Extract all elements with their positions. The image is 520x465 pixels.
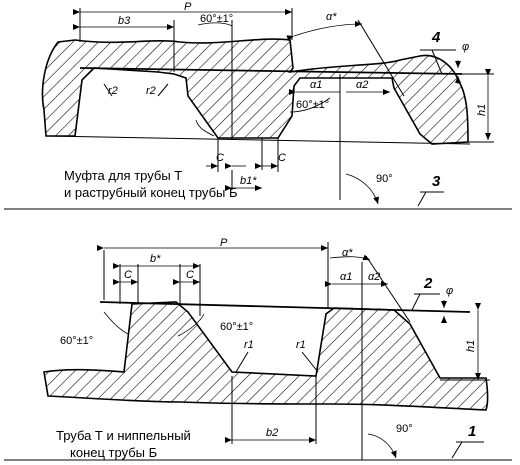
label-r2-right: r2 <box>146 85 156 97</box>
item-3: 3 <box>432 173 441 190</box>
pitch-line-bottom <box>99 301 471 313</box>
pipe-body <box>43 301 489 411</box>
item-4: 4 <box>431 29 441 46</box>
label-r1-left: r1 <box>244 339 254 351</box>
caption-top-line2: и раструбный конец трубы Б <box>64 185 238 200</box>
caption-bottom-line1: Труба Т и ниппельный <box>56 428 191 443</box>
top-figure: P b3 60°±1° α* 4 φ r2 r2 α1 α2 60°±1° h1 <box>4 1 512 210</box>
axis-line <box>47 135 471 145</box>
label-P: P <box>184 1 192 13</box>
item-2: 2 <box>423 275 433 292</box>
label-b3: b3 <box>118 15 131 27</box>
label-c-left-bottom: C <box>124 269 132 281</box>
label-phi-bottom: φ <box>446 285 453 297</box>
label-c-right-bottom: C <box>186 269 194 281</box>
label-h1: h1 <box>476 104 488 116</box>
label-b-star: b* <box>150 253 161 265</box>
caption-bottom-line2: конец трубы Б <box>70 445 157 460</box>
pitch-line <box>79 67 463 75</box>
label-r1-right: r1 <box>296 339 306 351</box>
label-h1-bottom: h1 <box>465 340 477 352</box>
label-angle-mid-bottom: 60°±1° <box>220 321 253 333</box>
label-phi: φ <box>462 41 469 53</box>
label-c-left: C <box>216 152 224 164</box>
coupling-body <box>41 38 469 145</box>
label-r2-left: r2 <box>108 85 118 97</box>
caption-top-line1: Муфта для трубы Т <box>64 168 182 183</box>
label-alpha1-bottom: α1 <box>340 271 352 283</box>
label-alpha2-bottom: α2 <box>368 271 380 283</box>
label-flank-angle-right: 60°±1° <box>296 99 329 111</box>
label-alpha-star-bottom: α* <box>342 247 353 259</box>
label-b1-star: b1* <box>240 175 257 187</box>
bottom-figure: P b* C C α* α1 α2 2 φ 60°±1° 60°±1° r1 r… <box>4 237 512 461</box>
label-90: 90° <box>376 173 393 185</box>
label-c-right: C <box>278 152 286 164</box>
label-b2: b2 <box>266 427 278 439</box>
label-alpha2: α2 <box>356 79 368 91</box>
label-P-bottom: P <box>220 237 228 249</box>
label-90-bottom: 90° <box>396 423 413 435</box>
label-alpha-star: α* <box>326 11 337 23</box>
label-alpha1: α1 <box>310 79 322 91</box>
label-flank-angle: 60°±1° <box>200 13 233 25</box>
item-1: 1 <box>468 423 476 440</box>
label-angle-left-bottom: 60°±1° <box>60 335 93 347</box>
